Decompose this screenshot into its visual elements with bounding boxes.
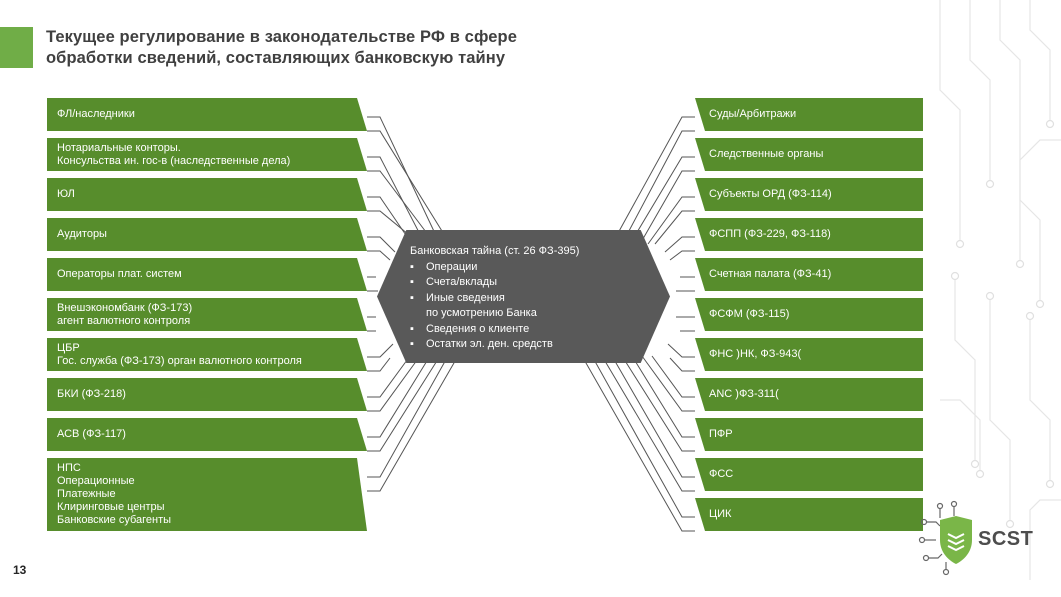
right-box-label: ФСС bbox=[709, 468, 734, 480]
page-title-line-1: Текущее регулирование в законодательстве… bbox=[46, 28, 517, 46]
left-box-sublabel-main: Гос. служба (ФЗ-173) bbox=[57, 354, 165, 367]
page-title: Текущее регулирование в законодательстве… bbox=[46, 27, 606, 69]
right-box-label: ФСФМ (ФЗ-115) bbox=[709, 308, 790, 320]
right-box-pfr: ПФР bbox=[695, 418, 923, 451]
left-box-label: Нотариальные конторы. bbox=[57, 141, 181, 154]
left-box-legal-entities: ЮЛ bbox=[47, 178, 367, 211]
center-list-item: ▪ Иные сведения bbox=[410, 291, 650, 307]
scst-logo-text: SCST bbox=[978, 528, 1034, 550]
left-box-sublabel: Гос. служба (ФЗ-173) орган валютного кон… bbox=[57, 355, 359, 368]
center-content: Банковская тайна (ст. 26 ФЗ-395) ▪ Операц… bbox=[410, 244, 650, 353]
right-box-ord-subjects: Субъекты ОРД (ФЗ-114) bbox=[695, 178, 923, 211]
left-box-notaries: Нотариальные конторы. Консульства ин. го… bbox=[47, 138, 367, 171]
title-accent-bar bbox=[0, 27, 33, 68]
right-box-investigative-bodies: Следственные органы bbox=[695, 138, 923, 171]
right-box-accounts-chamber: Счетная палата (ФЗ-41) bbox=[695, 258, 923, 291]
left-box-label: Внешэкономбанк (ФЗ-173) bbox=[57, 301, 193, 314]
left-box-sublabel: агент валютного контроля bbox=[57, 314, 191, 327]
center-item-text: по усмотрению Банка bbox=[426, 307, 537, 319]
left-box-cbr: ЦБР Гос. служба (ФЗ-173) орган валютного… bbox=[47, 338, 367, 371]
right-box-cik: ЦИК bbox=[695, 498, 923, 531]
left-box-asv: АСВ (ФЗ-117) bbox=[47, 418, 367, 451]
right-box-anc: АNC )ФЗ-311( bbox=[695, 378, 923, 411]
right-box-fss: ФСС bbox=[695, 458, 923, 491]
left-box-line: НПС bbox=[57, 462, 81, 474]
left-box-line: Банковские субагенты bbox=[57, 514, 172, 526]
center-list-item-continued: по усмотрению Банка bbox=[410, 306, 650, 322]
left-box-sublabel-extra: орган валютного контроля bbox=[164, 354, 302, 367]
left-box-line: Клиринговые центры bbox=[57, 501, 165, 513]
center-item-text: Остатки эл. ден. средств bbox=[426, 338, 553, 350]
right-box-label: ФНС )НК, ФЗ-943( bbox=[709, 348, 802, 360]
center-list-item: ▪ Сведения о клиенте bbox=[410, 322, 650, 338]
center-list-item: ▪ Счета/вклады bbox=[410, 275, 650, 291]
center-item-text: Операции bbox=[426, 260, 478, 273]
left-box-line: Платежные bbox=[57, 488, 116, 500]
left-box-label: ЮЛ bbox=[57, 188, 75, 200]
left-box-line: Операционные bbox=[57, 475, 135, 487]
bullet-icon: ▪ bbox=[410, 260, 414, 273]
bullet-icon: ▪ bbox=[410, 291, 414, 304]
bullet-spacer bbox=[410, 306, 426, 322]
bullet-icon: ▪ bbox=[410, 322, 414, 335]
left-box-nps: НПС Операционные Платежные Клиринговые ц… bbox=[47, 458, 367, 531]
bullet-icon: ▪ bbox=[410, 276, 414, 288]
center-item-text: Счета/вклады bbox=[426, 276, 498, 288]
right-box-label: ФСПП (ФЗ-229, ФЗ-118) bbox=[709, 228, 831, 240]
page-number: 13 bbox=[13, 563, 27, 577]
right-box-label: Следственные органы bbox=[709, 148, 824, 160]
left-box-sublabel: Консульства ин. гос-в (наследственные де… bbox=[57, 155, 359, 168]
center-list-item: ▪ Остатки эл. ден. средств bbox=[410, 337, 650, 353]
center-list: ▪ Операции ▪ Счета/вклады ▪ Иные сведения п… bbox=[410, 260, 650, 353]
right-box-label: Субъекты ОРД (ФЗ-114) bbox=[709, 188, 832, 200]
left-box-payment-operators: Операторы плат. систем bbox=[47, 258, 367, 291]
left-box-label: ЦБР bbox=[57, 341, 80, 354]
left-box-sublabel-main: Консульства ин. гос-в bbox=[57, 154, 168, 167]
left-box-fl-heirs: ФЛ/наследники bbox=[47, 98, 367, 131]
right-box-label: Суды/Арбитражи bbox=[709, 108, 797, 120]
center-hexagon bbox=[377, 230, 670, 363]
left-box-auditors: Аудиторы bbox=[47, 218, 367, 251]
center-heading: Банковская тайна (ст. 26 ФЗ-395) bbox=[410, 245, 580, 257]
bullet-icon: ▪ bbox=[410, 338, 414, 350]
left-box-sublabel-extra: (наследственные дела) bbox=[167, 154, 291, 167]
left-box-bki: БКИ (ФЗ-218) bbox=[47, 378, 367, 411]
left-box-label: АСВ (ФЗ-117) bbox=[57, 428, 126, 440]
left-box-veb: Внешэкономбанк (ФЗ-173) агент валютного … bbox=[47, 298, 367, 331]
right-box-courts: Суды/Арбитражи bbox=[695, 98, 923, 131]
left-box-label: Операторы плат. систем bbox=[57, 268, 182, 280]
left-box-label: Аудиторы bbox=[57, 228, 107, 240]
right-box-label: АNC )ФЗ-311( bbox=[709, 388, 779, 400]
left-box-label: ФЛ/наследники bbox=[57, 108, 135, 120]
right-box-label: Счетная палата (ФЗ-41) bbox=[709, 268, 832, 280]
right-box-fssp: ФСПП (ФЗ-229, ФЗ-118) bbox=[695, 218, 923, 251]
right-box-fsfm: ФСФМ (ФЗ-115) bbox=[695, 298, 923, 331]
center-list-item: ▪ Операции bbox=[410, 260, 650, 276]
left-box-label: БКИ (ФЗ-218) bbox=[57, 388, 126, 400]
right-box-label: ПФР bbox=[709, 428, 733, 440]
shield-circuit-icon bbox=[918, 500, 972, 576]
page-title-line-2: обработки сведений, составляющих банковс… bbox=[46, 49, 506, 67]
right-box-label: ЦИК bbox=[709, 508, 732, 520]
right-box-fns: ФНС )НК, ФЗ-943( bbox=[695, 338, 923, 371]
center-item-text: Сведения о клиенте bbox=[426, 322, 530, 335]
center-item-text: Иные сведения bbox=[426, 291, 505, 304]
